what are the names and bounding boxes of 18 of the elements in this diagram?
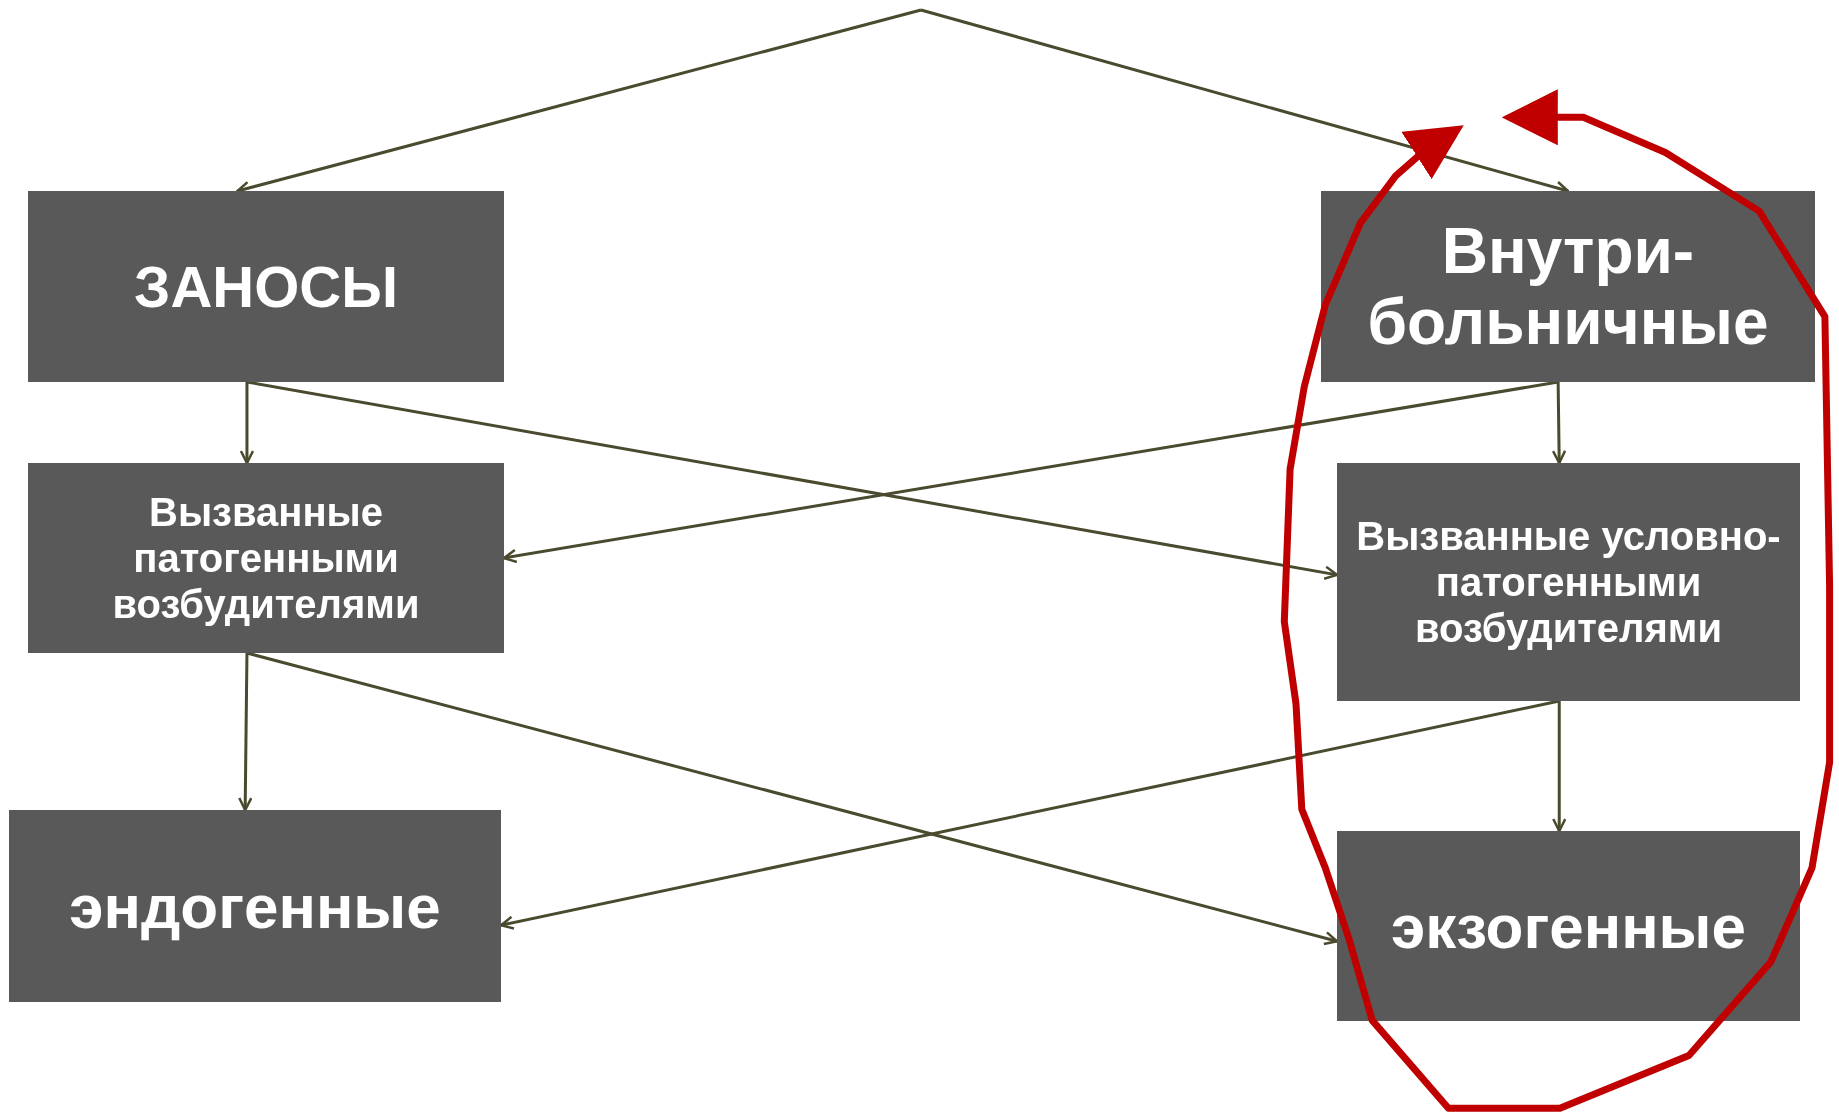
arrow	[1552, 701, 1567, 833]
category-label: Внутри- больничные	[1366, 216, 1770, 357]
arrow	[246, 380, 1339, 580]
category-label: ЗАНОСЫ	[134, 253, 398, 321]
category-box	[28, 191, 504, 382]
arrow	[239, 382, 255, 465]
category-box	[1337, 463, 1800, 701]
category-label: Вызванные патогенными возбудителями	[111, 489, 421, 627]
arrow	[246, 651, 1339, 946]
category-label: Вызванные условно- патогенными возбудителями	[1355, 513, 1782, 651]
category-label: эндогенные	[69, 870, 441, 943]
category-box	[9, 810, 501, 1002]
category-label: экзогенные	[1390, 890, 1746, 963]
category-box	[1321, 191, 1815, 382]
arrow	[1551, 381, 1567, 465]
category-box	[28, 463, 504, 653]
arrow	[238, 653, 253, 812]
category-box	[1337, 831, 1800, 1021]
